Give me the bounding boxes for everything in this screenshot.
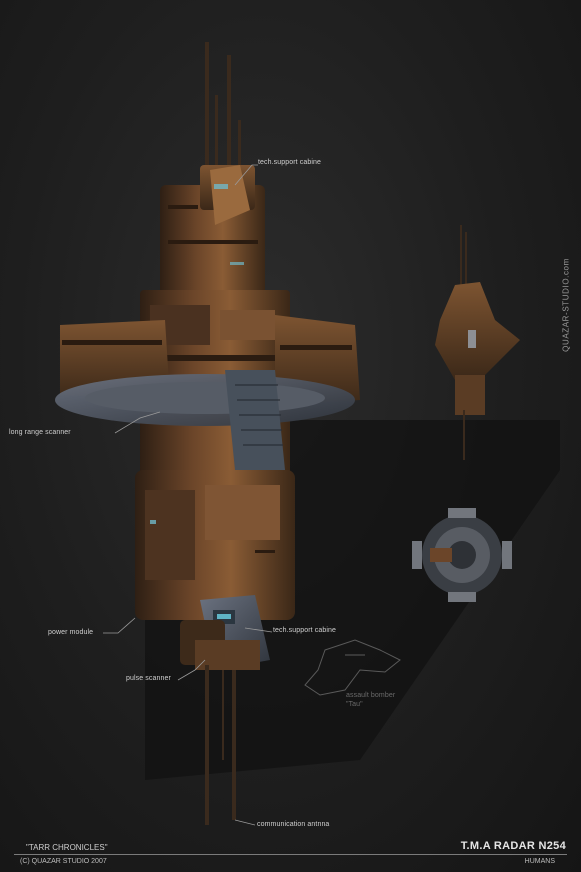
label-tech-support-cabine-bottom: tech.support cabine	[273, 627, 336, 634]
label-assault-bomber: assault bomber	[346, 692, 396, 699]
side-view-ship	[435, 225, 520, 460]
studio-credit-vertical: QUAZAR-STUDIO.com	[560, 250, 572, 360]
label-communication-antenna: communication antnna	[257, 821, 330, 828]
label-long-range-scanner: long range scanner	[9, 429, 71, 436]
bottom-antennas	[205, 665, 236, 825]
assault-bomber-outline	[304, 639, 401, 696]
faction-label: HUMANS	[524, 858, 555, 865]
label-power-module: power module	[48, 629, 94, 636]
lower-tower	[135, 470, 295, 620]
label-tech-support-cabine-top: tech.support cabine	[258, 159, 321, 166]
callout-lines	[103, 164, 273, 826]
deck-ring	[55, 370, 355, 470]
footer-divider	[14, 854, 567, 855]
label-assault-bomber-name: "Tau"	[346, 701, 363, 708]
studio-credit-text: QUAZAR-STUDIO.com	[561, 258, 571, 352]
copyright-text: (C) QUAZAR STUDIO 2007	[20, 858, 107, 865]
top-view-ship	[412, 508, 512, 602]
model-name: T.M.A RADAR N254	[460, 840, 566, 852]
top-antennas	[205, 42, 241, 182]
label-pulse-scanner: pulse scanner	[126, 675, 171, 682]
game-title: "TARR CHRONICLES"	[26, 843, 108, 852]
upper-tower	[160, 165, 265, 295]
